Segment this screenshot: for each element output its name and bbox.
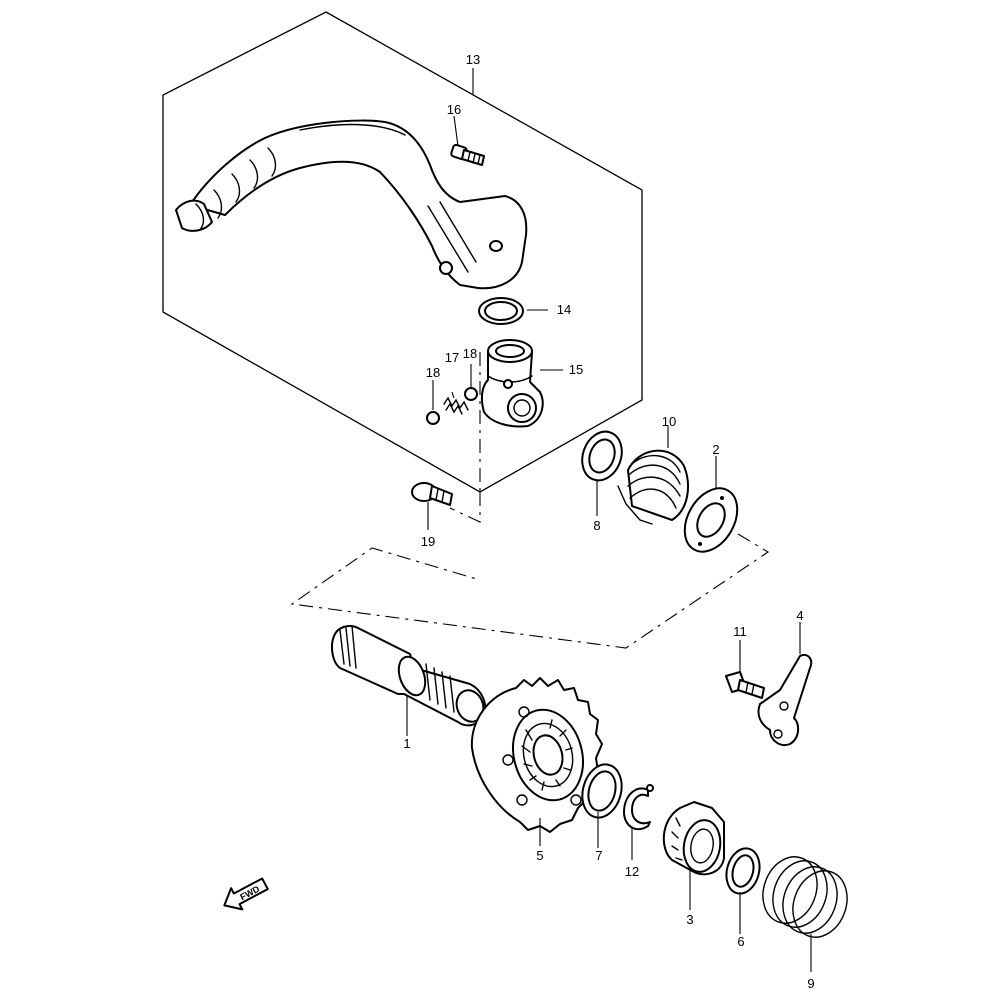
fwd-arrow-icon: FWD (223, 877, 269, 911)
ratchet-guide-4 (757, 654, 813, 746)
callout-19: 19 (421, 534, 435, 549)
callout-8: 8 (593, 518, 600, 533)
callout-17: 17 (445, 350, 459, 365)
kick-shaft-1 (331, 625, 487, 727)
ball-18b (464, 387, 478, 401)
ball-18a (426, 411, 440, 425)
kick-gear-5 (470, 677, 603, 833)
callout-4: 4 (796, 608, 803, 623)
location-line-upper (290, 352, 770, 649)
callout-10: 10 (662, 414, 676, 429)
leader-lines (406, 68, 812, 972)
callout-13: 13 (466, 52, 480, 67)
spring-9 (762, 856, 848, 938)
callout-11: 11 (733, 624, 747, 639)
spring-17 (443, 396, 469, 415)
bolt-11 (725, 671, 765, 699)
oil-seal-8 (581, 430, 623, 482)
washer-7 (581, 763, 623, 819)
callout-16: 16 (447, 102, 461, 117)
callout-15: 15 (569, 362, 583, 377)
bolt-19 (411, 482, 453, 506)
callout-5: 5 (536, 848, 543, 863)
callout-12: 12 (625, 864, 639, 879)
return-spring-10 (617, 449, 689, 525)
callout-7: 7 (595, 848, 602, 863)
washer-6 (725, 847, 761, 895)
callout-6: 6 (737, 934, 744, 949)
assembly-frame-13 (162, 11, 643, 493)
callout-14: 14 (557, 302, 571, 317)
callout-9: 9 (807, 976, 814, 991)
callout-2: 2 (712, 442, 719, 457)
circlip-12 (623, 784, 654, 831)
kick-shaft-boss-15 (480, 339, 544, 428)
spring-guide-2 (683, 487, 739, 553)
ratchet-3 (662, 801, 725, 876)
callout-3: 3 (686, 912, 693, 927)
bolt-16 (450, 143, 485, 166)
callout-1: 1 (403, 736, 410, 751)
kick-lever (175, 119, 528, 290)
callout-18-left: 18 (426, 365, 440, 380)
callout-18-right: 18 (463, 346, 477, 361)
